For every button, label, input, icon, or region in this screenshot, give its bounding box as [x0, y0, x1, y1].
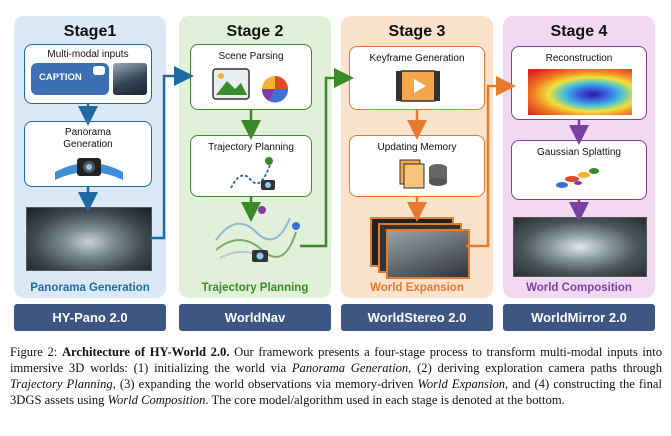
stage1-name: Panorama Generation: [30, 282, 150, 294]
stage2-name: Trajectory Planning: [201, 282, 309, 294]
scene-parsing-box: Scene Parsing: [190, 44, 312, 110]
input-image-thumbnail: [113, 63, 147, 95]
scene-parsing-label: Scene Parsing: [218, 51, 284, 62]
gaussian-splats-icon: [556, 168, 599, 188]
multimodal-inputs-label: Multi-modal inputs: [47, 49, 129, 60]
stage3-name: World Expansion: [370, 282, 464, 294]
reconstruction-depth-map: [528, 69, 632, 115]
chat-bubble-icon: [93, 66, 105, 75]
stage4-title: Stage 4: [550, 23, 608, 40]
caption-tag: CAPTION: [31, 63, 109, 95]
stage3-model: WorldStereo 2.0: [341, 304, 493, 331]
expanded-views-frames: [370, 217, 470, 279]
stage1-model: HY-Pano 2.0: [14, 304, 166, 331]
panorama-output-image: [26, 207, 152, 271]
keyframe-video-icon: [396, 70, 440, 102]
stage1-title: Stage1: [63, 23, 117, 40]
gaussian-splatting-box: Gaussian Splatting: [511, 140, 647, 200]
stage4-model: WorldMirror 2.0: [503, 304, 655, 331]
gaussian-splatting-label: Gaussian Splatting: [537, 147, 621, 158]
stage3-title: Stage 3: [388, 23, 446, 40]
reconstruction-label: Reconstruction: [545, 53, 613, 64]
panorama-camera-icon: [55, 158, 123, 180]
stage2-title: Stage 2: [226, 23, 284, 40]
updating-memory-label: Updating Memory: [377, 142, 457, 153]
keyframe-generation-label: Keyframe Generation: [369, 53, 465, 64]
stage4-name: World Composition: [526, 282, 632, 294]
figure-caption: Figure 2: Architecture of HY-World 2.0. …: [10, 345, 663, 407]
flow-arrows: [78, 66, 589, 248]
caption-label: Figure 2:: [10, 345, 58, 359]
scene-parsing-icon: [212, 68, 289, 103]
stage2-model: WorldNav: [179, 304, 331, 331]
keyframe-generation-box: Keyframe Generation: [349, 46, 485, 110]
reconstruction-box: Reconstruction: [511, 46, 647, 120]
updating-memory-box: Updating Memory: [349, 135, 485, 197]
caption-title: Architecture of HY-World 2.0.: [61, 345, 230, 359]
memory-database-icon: [399, 159, 447, 189]
panorama-generation-label-2: Generation: [63, 139, 113, 150]
panorama-generation-label-1: Panorama: [64, 127, 112, 138]
architecture-figure: Stage1 Stage 2 Stage 3 Stage 4 Multi-mod…: [14, 16, 655, 331]
trajectory-icon: [230, 157, 275, 190]
panorama-generation-box: Panorama Generation: [24, 121, 152, 187]
multimodal-inputs-box: Multi-modal inputs CAPTION: [24, 44, 152, 104]
trajectory-planning-label: Trajectory Planning: [208, 142, 294, 153]
trajectory-paths-illustration: [215, 206, 300, 263]
